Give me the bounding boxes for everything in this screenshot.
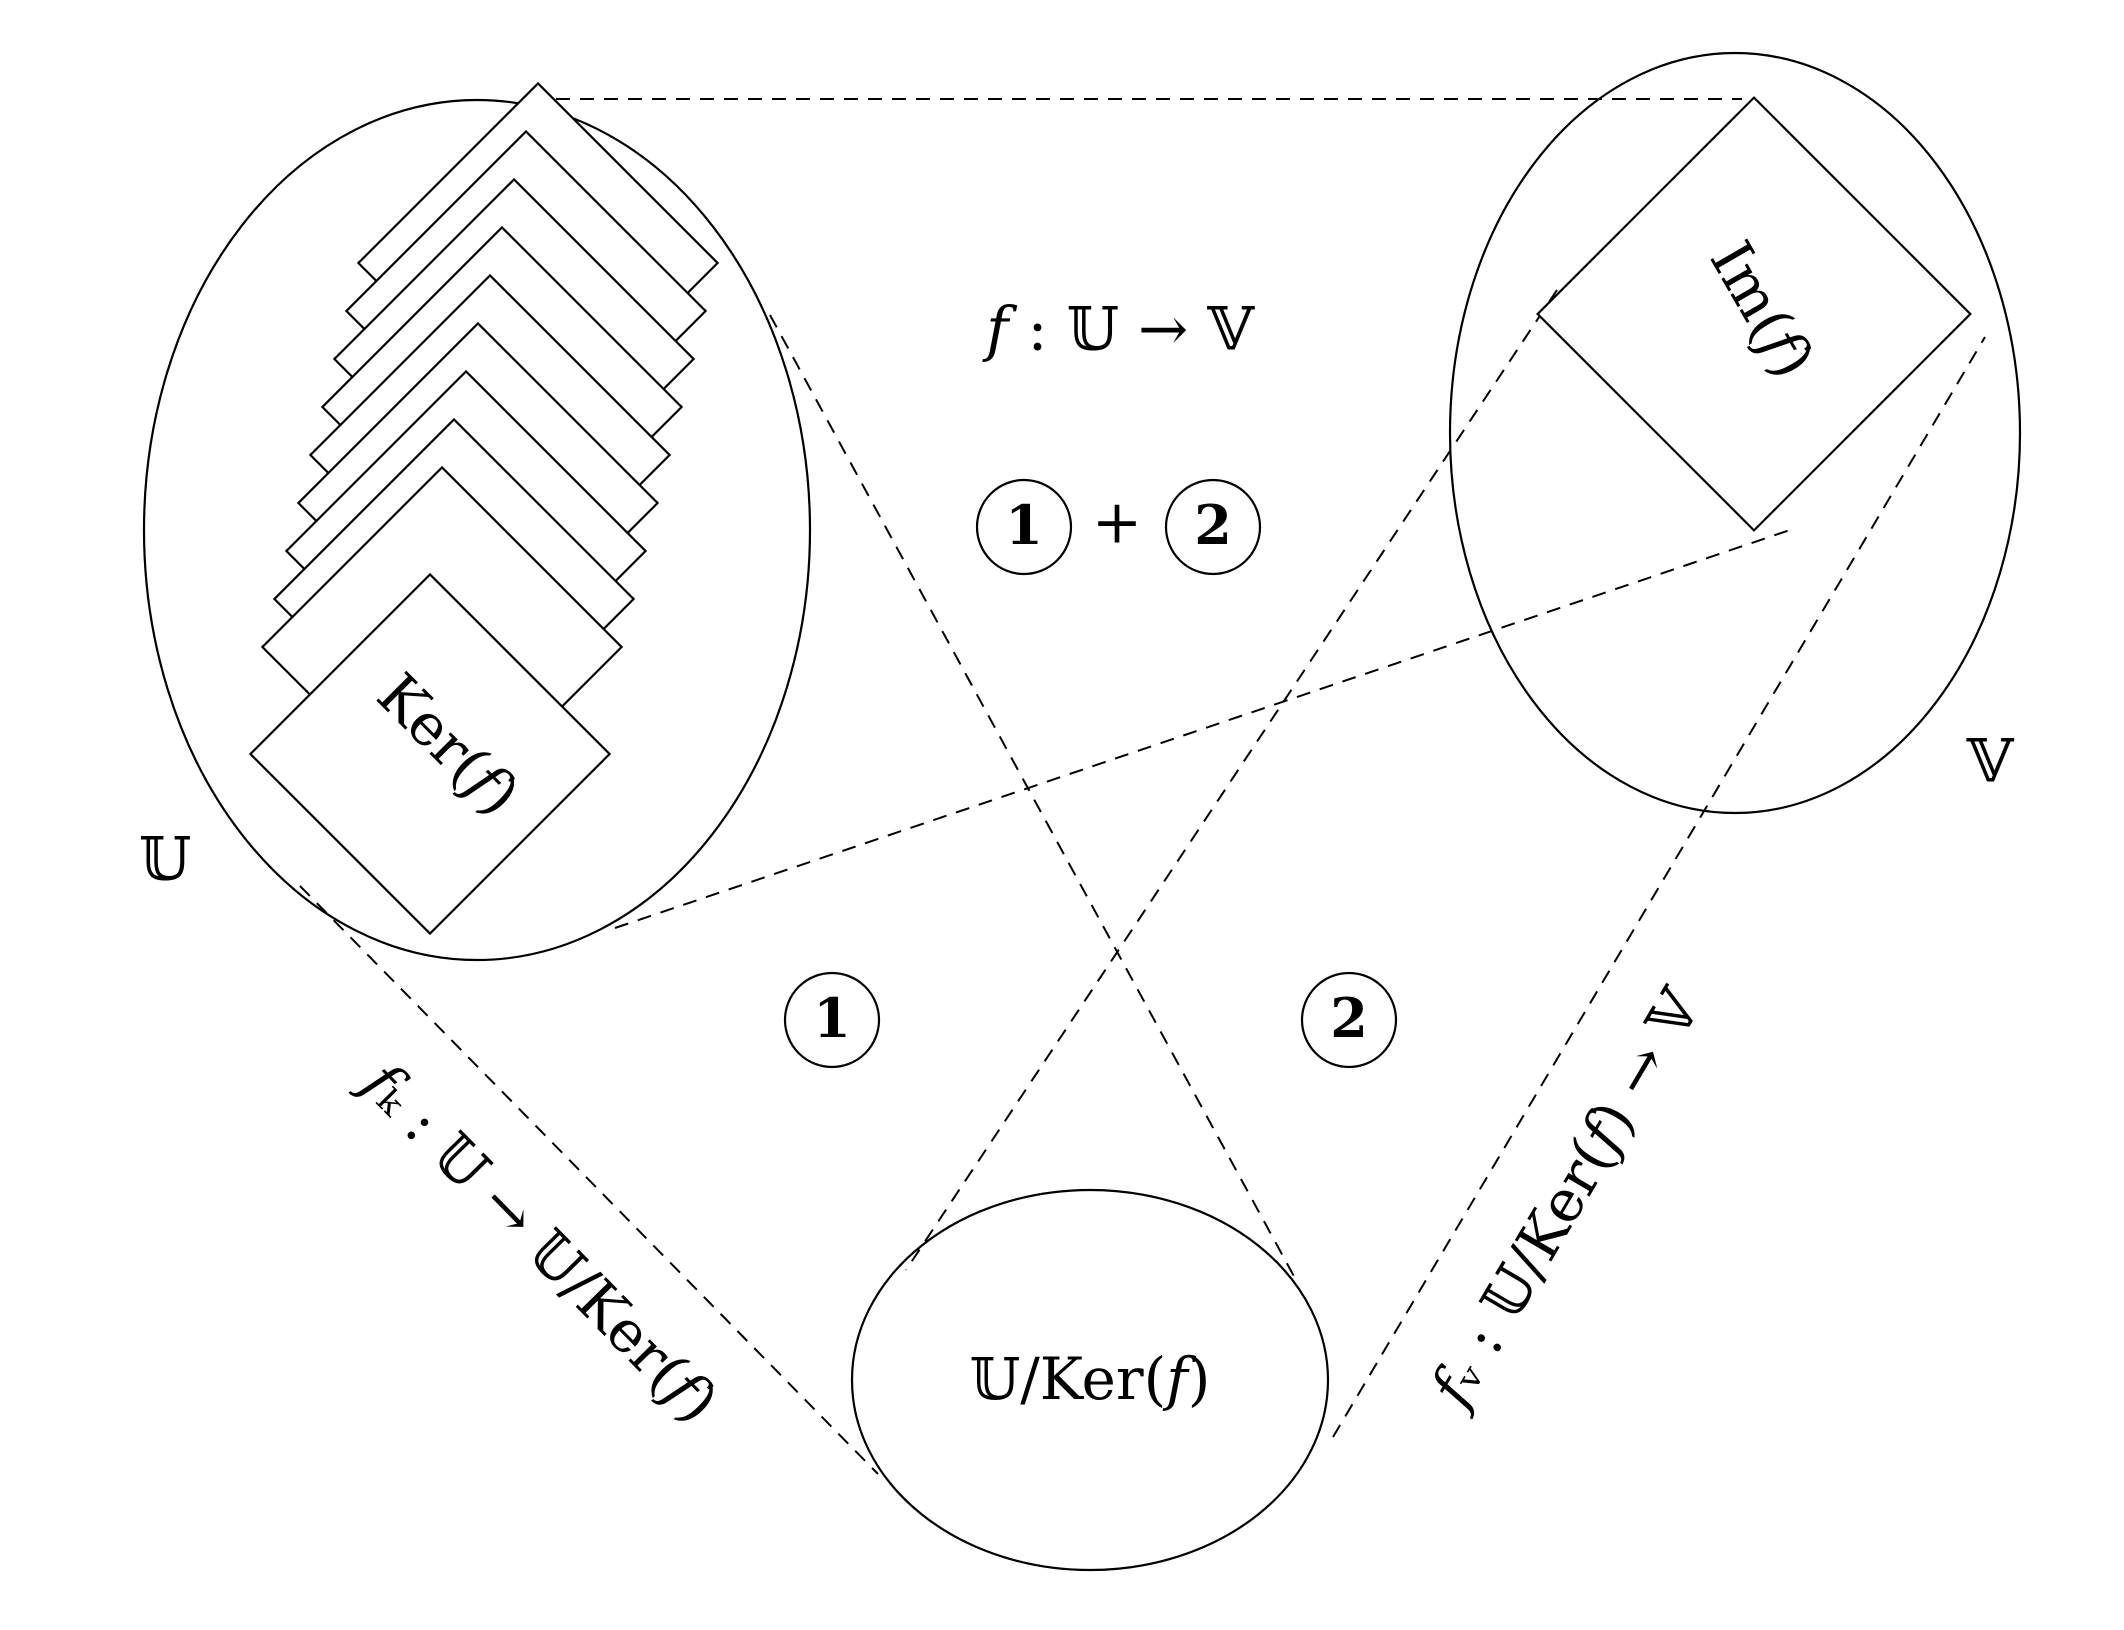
plus-sign: +: [1092, 488, 1142, 558]
marker-two-top: [1164, 478, 1262, 576]
dashed-connectors: [299, 98, 1986, 1475]
marker-one-top-text: 1: [1005, 493, 1043, 557]
dashed-u-bottom-to-im: [614, 529, 1791, 929]
marker-one: [783, 971, 881, 1069]
set-v-ellipse: [1448, 51, 2022, 815]
kernel-square-front: [248, 572, 612, 936]
dashed-im-to-quotient-left: [905, 289, 1558, 1271]
map-fk-label: 𝑓ₖ : 𝕌 → 𝕌/Ker(𝑓): [347, 1046, 732, 1436]
quotient-label: 𝕌/Ker(𝑓): [970, 1345, 1211, 1413]
dashed-u-to-quotient-left: [299, 885, 879, 1475]
set-v-label: 𝕍: [1966, 727, 2015, 797]
set-u-ellipse: [142, 98, 812, 962]
set-u-label: 𝕌: [139, 825, 191, 895]
composition-marker: 1 + 2: [975, 478, 1262, 576]
marker-two-top-text: 2: [1194, 493, 1232, 557]
quotient-ellipse: [850, 1188, 1330, 1572]
marker-one-top: [975, 478, 1073, 576]
marker-one-text: 1: [813, 986, 851, 1050]
dashed-quotient-to-im-right: [1332, 336, 1986, 1438]
kernel-stack: Ker(𝑓): [248, 81, 720, 936]
dashed-u-to-quotient-right: [769, 314, 1297, 1281]
marker-two-text: 2: [1330, 986, 1368, 1050]
map-fv-label: 𝑓ᵥ : 𝕌/Ker(𝑓) → 𝕍: [1415, 977, 1715, 1421]
image-square: [1536, 96, 1972, 532]
marker-two: [1300, 971, 1398, 1069]
map-f-label: 𝑓 : 𝕌 → 𝕍: [982, 295, 1255, 365]
